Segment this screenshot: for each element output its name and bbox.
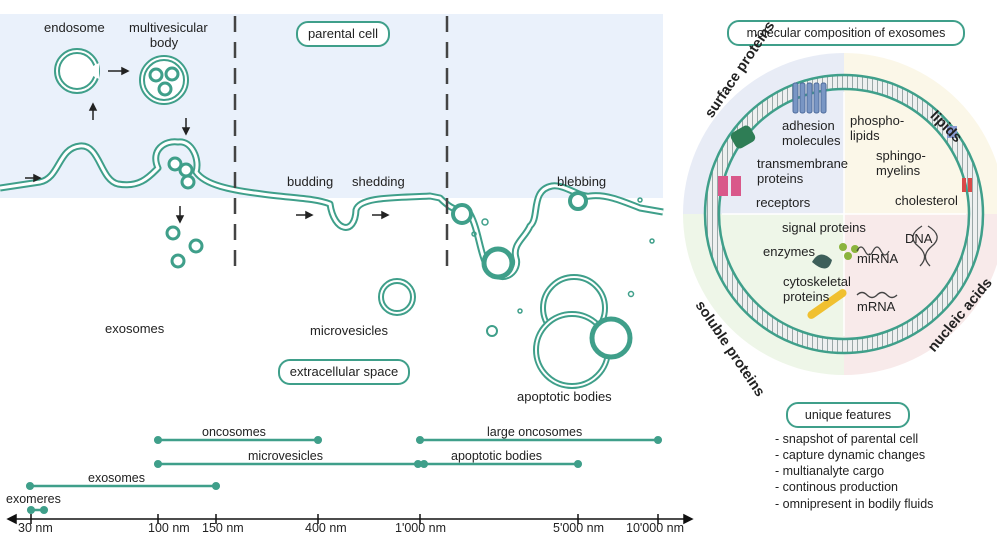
shedding-label: shedding [352, 174, 405, 189]
phospholipids-label-1: phospho- [850, 113, 905, 128]
feature-item: - snapshot of parental cell [775, 432, 919, 446]
axis-tick-label: 10'000 nm [626, 521, 684, 535]
axis-tick-label: 30 nm [18, 521, 53, 535]
axis-tick-label: 150 nm [202, 521, 244, 535]
dna-label: DNA [905, 231, 933, 246]
receptors-label: receptors [756, 195, 811, 210]
extracellular-space-label: extracellular space [278, 359, 410, 385]
large-oncosomes-range-label: large oncosomes [487, 425, 583, 439]
multivesicular-body-label-line2: body [149, 35, 179, 50]
exomeres-range-label: exomeres [6, 492, 61, 506]
composition-diagram [683, 53, 997, 375]
sphingomyelins-label-1: sphingo- [876, 148, 926, 163]
cytoskeletal-label-2: proteins [783, 289, 830, 304]
feature-item: - multianalyte cargo [775, 464, 885, 478]
transmembrane-label-2: proteins [757, 171, 804, 186]
parental-cell-label: parental cell [296, 21, 390, 47]
axis-tick-label: 100 nm [148, 521, 190, 535]
exosome-vesicles [165, 225, 204, 269]
cytoskeletal-label-1: cytoskeletal [783, 274, 851, 289]
exosomes-label: exosomes [105, 321, 165, 336]
cholesterol-label: cholesterol [895, 193, 958, 208]
enzymes-label: enzymes [763, 244, 816, 259]
budding-label: budding [287, 174, 334, 189]
size-range-bars [25, 435, 663, 515]
unique-features-title: unique features [786, 402, 910, 428]
feature-item: - omnipresent in bodily fluids [775, 497, 934, 511]
endosome-shape [54, 48, 100, 94]
composition-title: molecular composition of exosomes [727, 20, 965, 46]
exosomes-range-label: exosomes [88, 471, 145, 485]
axis-tick-label: 400 nm [305, 521, 347, 535]
signal-proteins-label: signal proteins [782, 220, 866, 235]
oncosomes-range-label: oncosomes [202, 425, 266, 439]
size-axis [6, 513, 694, 525]
microvesicles-range-label: microvesicles [248, 449, 324, 463]
microvesicles-label: microvesicles [310, 323, 389, 338]
sphingomyelins-label-2: myelins [876, 163, 921, 178]
endosome-label: endosome [44, 20, 105, 35]
apoptotic-bodies-shapes [451, 191, 655, 389]
multivesicular-body-shape [139, 55, 189, 105]
adhesion-label-2: molecules [782, 133, 841, 148]
mrna-label: mRNA [857, 299, 896, 314]
process-arrows [25, 66, 390, 224]
feature-item: - continous production [775, 480, 898, 494]
mirna-label: miRNA [857, 251, 899, 266]
apoptotic-bodies-range-label: apoptotic bodies [451, 449, 543, 463]
blebbing-label: blebbing [557, 174, 607, 189]
adhesion-label-1: adhesion [782, 118, 835, 133]
transmembrane-label-1: transmembrane [757, 156, 849, 171]
axis-tick-label: 1'000 nm [395, 521, 447, 535]
phospholipids-label-2: lipids [850, 128, 880, 143]
feature-item: - capture dynamic changes [775, 448, 926, 462]
axis-tick-label: 5'000 nm [553, 521, 605, 535]
multivesicular-body-label-line1: multivesicular [129, 20, 208, 35]
apoptotic-bodies-label: apoptotic bodies [517, 389, 612, 404]
